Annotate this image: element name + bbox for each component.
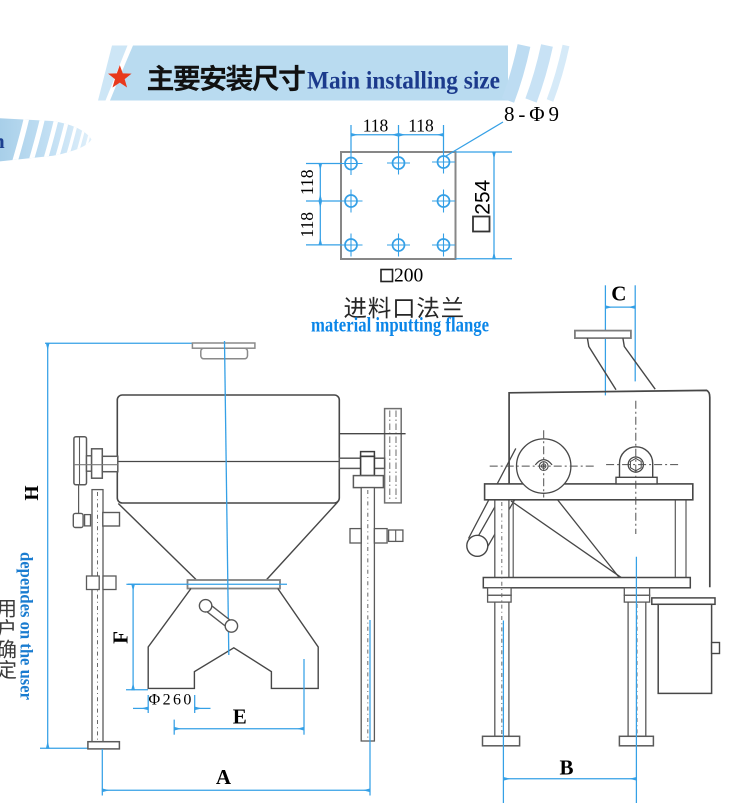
- svg-text:Φ260: Φ260: [149, 692, 194, 709]
- svg-text:8-Φ9: 8-Φ9: [504, 102, 563, 126]
- svg-text:254: 254: [472, 179, 495, 214]
- svg-text:118: 118: [363, 116, 389, 136]
- svg-text:E: E: [233, 705, 247, 729]
- svg-text:n: n: [0, 129, 5, 153]
- svg-text:dependes on the user: dependes on the user: [17, 552, 37, 700]
- svg-text:F: F: [109, 631, 133, 644]
- svg-text:B: B: [559, 756, 573, 780]
- svg-text:Main installing size: Main installing size: [307, 68, 500, 95]
- svg-text:200: 200: [394, 266, 423, 287]
- svg-text:A: A: [216, 765, 232, 789]
- svg-text:118: 118: [297, 212, 317, 238]
- svg-text:118: 118: [408, 116, 434, 136]
- svg-text:H: H: [22, 485, 43, 500]
- svg-text:118: 118: [297, 169, 317, 195]
- svg-text:C: C: [611, 282, 626, 306]
- svg-text:material inputting flange: material inputting flange: [311, 313, 489, 337]
